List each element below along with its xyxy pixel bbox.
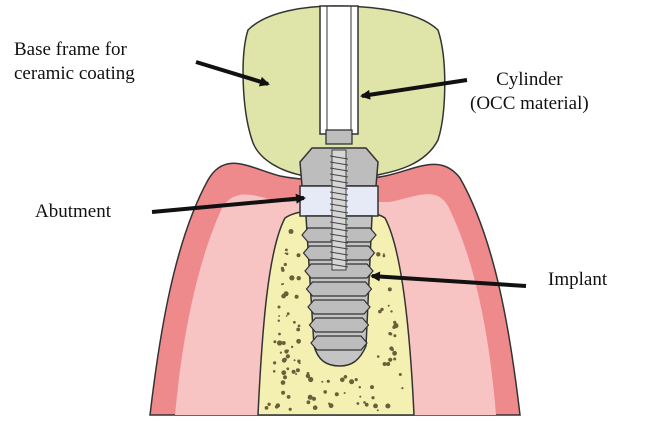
label-base-frame: Base frame for ceramic coating [14, 38, 135, 86]
label-implant: Implant [548, 268, 607, 292]
label-base-frame-line2: ceramic coating [14, 62, 135, 86]
label-cylinder-line1: Cylinder [470, 68, 589, 92]
label-base-frame-line1: Base frame for [14, 38, 135, 62]
label-cylinder-line2: (OCC material) [470, 92, 589, 116]
inner-screw [330, 150, 348, 270]
screw-head [326, 130, 352, 144]
label-cylinder: Cylinder (OCC material) [470, 68, 589, 116]
cylinder [320, 6, 358, 134]
label-abutment: Abutment [35, 200, 111, 224]
